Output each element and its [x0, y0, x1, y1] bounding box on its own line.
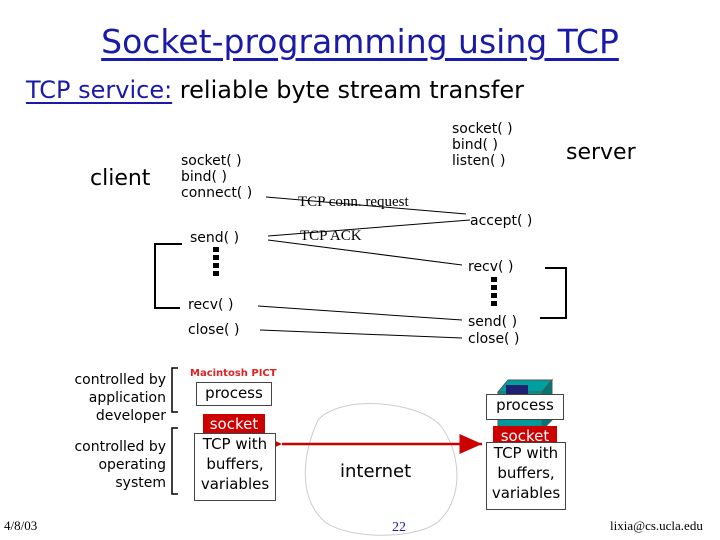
app-bracket: [171, 367, 178, 413]
server-socket-label: socket: [493, 426, 557, 446]
close-line: [259, 329, 463, 339]
server-tcp-box: TCP with buffers, variables: [486, 442, 566, 510]
send-recv-line: [267, 239, 463, 266]
conn-request-label: TCP conn. request: [298, 194, 409, 210]
client-ellipsis: [213, 247, 219, 276]
macintosh-pict-label: Macintosh PICT: [190, 368, 277, 379]
server-ellipsis: [491, 277, 497, 306]
client-loop-bracket: [154, 243, 182, 309]
ack-line: [267, 219, 471, 237]
server-label: server: [566, 140, 636, 165]
client-label: client: [90, 166, 151, 191]
internet-label: internet: [340, 461, 412, 482]
subtitle-text: reliable byte stream transfer: [172, 76, 525, 104]
server-loop-bracket: [540, 267, 567, 319]
slide-subtitle: TCP service: reliable byte stream transf…: [26, 76, 524, 104]
server-recv-call: recv( ): [468, 259, 514, 275]
footer-date: 4/8/03: [4, 518, 38, 533]
server-setup-calls: socket( ) bind( ) listen( ): [452, 121, 513, 169]
server-accept-call: accept( ): [470, 213, 533, 229]
page-number: 22: [392, 520, 406, 535]
slide-title: Socket-programming using TCP: [101, 22, 619, 61]
server-send-call: send( ): [468, 314, 518, 330]
recv-send-line: [257, 305, 463, 321]
client-process-box: process: [196, 382, 272, 406]
client-recv-call: recv( ): [188, 297, 234, 313]
controlled-by-app-label: controlled by application developer: [74, 372, 166, 424]
client-send-call: send( ): [190, 230, 240, 246]
client-setup-calls: socket( ) bind( ) connect( ): [181, 153, 253, 201]
subtitle-label: TCP service:: [26, 76, 173, 104]
client-socket-label: socket: [203, 414, 265, 434]
footer-email: lixia@cs.ucla.edu: [610, 518, 703, 533]
client-tcp-box: TCP with buffers, variables: [194, 433, 276, 501]
os-bracket: [171, 427, 178, 495]
server-close-call: close( ): [468, 331, 520, 347]
client-close-call: close( ): [188, 322, 240, 338]
controlled-by-os-label: controlled by operating system: [74, 439, 166, 491]
conn-request-line: [265, 196, 467, 215]
ack-label: TCP ACK: [300, 228, 362, 244]
server-process-box: process: [486, 394, 564, 420]
